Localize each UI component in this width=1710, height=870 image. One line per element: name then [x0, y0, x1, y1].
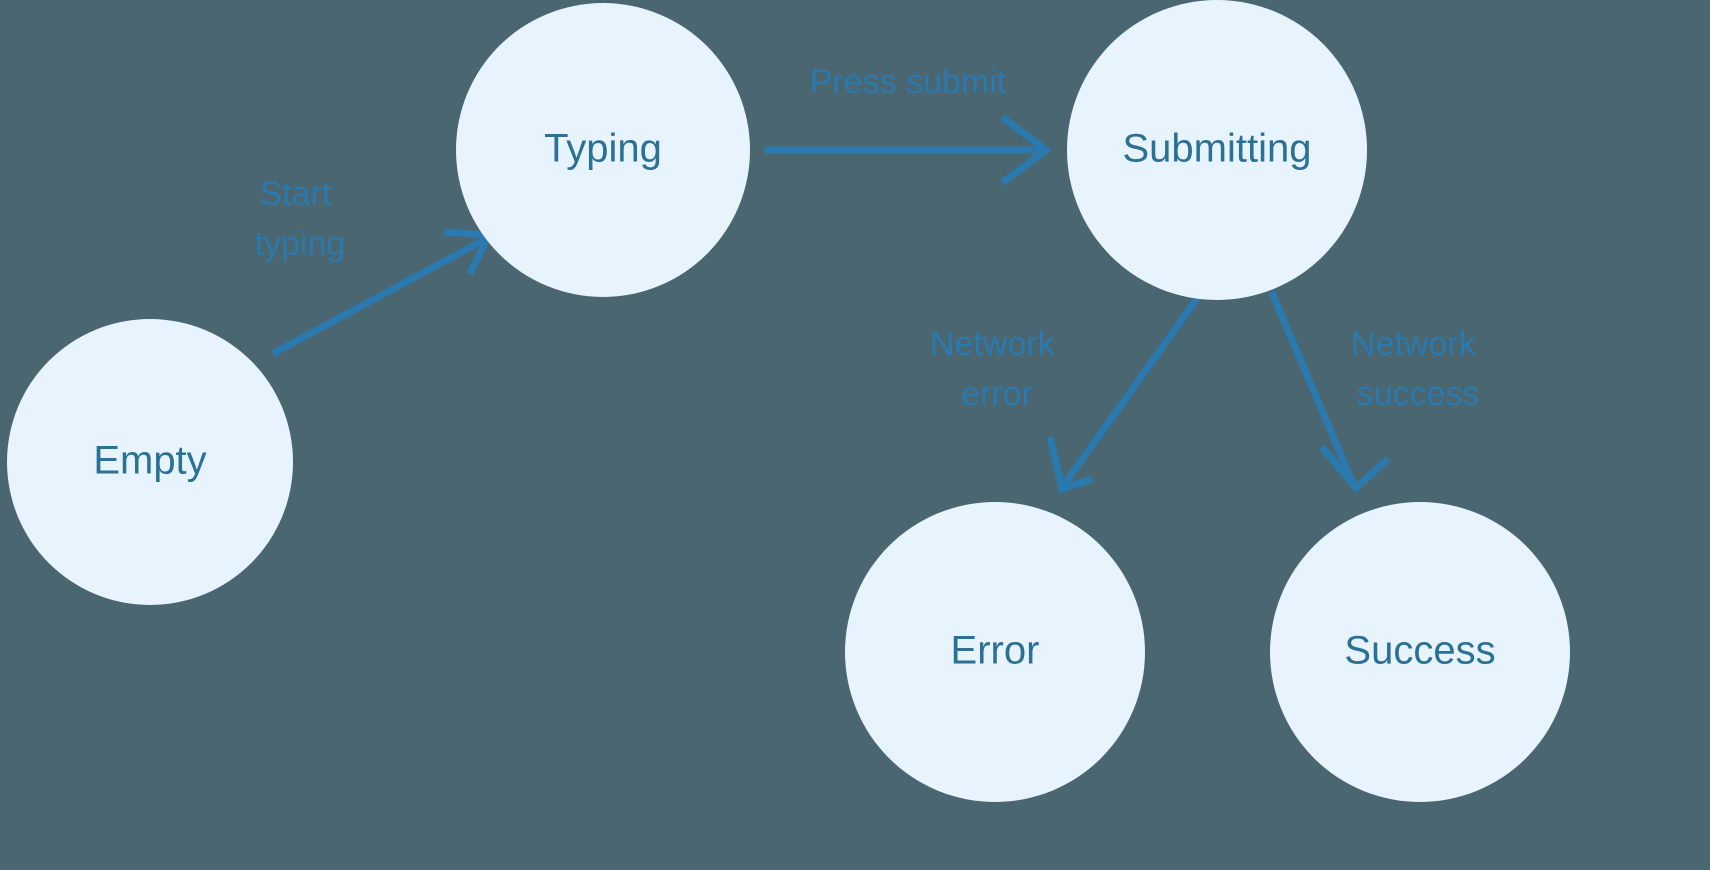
arrowhead-typing-to-submitting — [999, 114, 1052, 186]
edge-submitting-to-error — [1046, 295, 1201, 494]
state-node-empty[interactable]: Empty — [7, 319, 293, 605]
edge-label-press-submit: Press submit — [810, 63, 1007, 101]
state-node-submitting[interactable]: Submitting — [1067, 0, 1367, 300]
edge-label-network-error: Network error — [930, 325, 1064, 413]
state-node-success[interactable]: Success — [1270, 502, 1570, 802]
edge-line-submitting-to-error — [1061, 295, 1201, 487]
arrowhead-submitting-to-success — [1319, 444, 1391, 494]
edge-label-line: Start — [259, 175, 331, 213]
state-label-empty: Empty — [93, 439, 206, 483]
state-label-submitting: Submitting — [1123, 127, 1312, 171]
state-node-error[interactable]: Error — [845, 502, 1145, 802]
edge-label-line: error — [961, 375, 1033, 413]
edge-line-submitting-to-success — [1268, 290, 1357, 486]
state-label-typing: Typing — [544, 127, 662, 171]
edge-label-line: Network — [1351, 325, 1477, 363]
edge-typing-to-submitting — [764, 114, 1052, 186]
state-circle-empty[interactable] — [7, 319, 293, 605]
edge-label-line: success — [1357, 375, 1480, 413]
edge-label-line: Network — [930, 325, 1056, 363]
state-label-success: Success — [1344, 629, 1495, 673]
edge-line-empty-to-typing — [271, 235, 489, 357]
edge-label-line: typing — [255, 225, 346, 263]
state-circle-error[interactable] — [845, 502, 1145, 802]
edge-submitting-to-success — [1268, 290, 1391, 494]
state-circle-submitting[interactable] — [1067, 0, 1367, 300]
arrowhead-submitting-to-error — [1046, 436, 1094, 494]
edge-label-network-success: Network success — [1351, 325, 1485, 413]
edge-label-start-typing: Start typing — [255, 175, 346, 263]
edge-label-line: Press submit — [810, 63, 1007, 101]
state-circle-success[interactable] — [1270, 502, 1570, 802]
state-circle-typing[interactable] — [456, 3, 750, 297]
state-label-error: Error — [951, 629, 1040, 673]
state-node-typing[interactable]: Typing — [456, 3, 750, 297]
